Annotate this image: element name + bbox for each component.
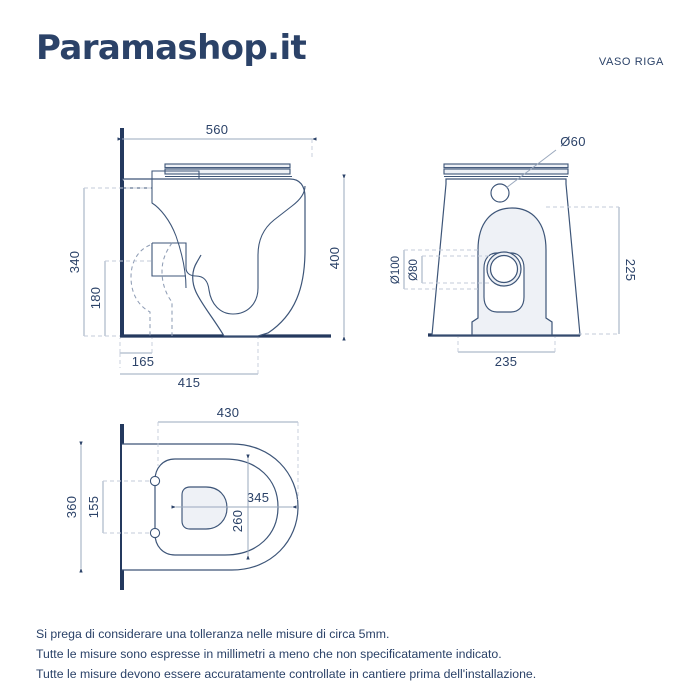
dim-340: 340 <box>67 187 152 337</box>
rear-shelf-profile <box>151 170 200 179</box>
bolt-hole-upper <box>149 475 161 487</box>
dim-155-label: 155 <box>86 496 101 519</box>
trap-siphon-contour <box>152 185 306 315</box>
dim-260-label: 260 <box>230 510 245 533</box>
dim-430: 430 <box>157 405 299 500</box>
model-code-label: VASO RIGA <box>598 56 664 68</box>
dim-d80-label: Ø80 <box>408 259 420 281</box>
dim-345: 345 <box>171 490 297 509</box>
dim-d100: Ø100 <box>390 249 478 290</box>
rear-elevation-view: Ø60 Ø100 Ø80 225 235 <box>390 134 638 369</box>
dim-360-label: 360 <box>64 496 79 519</box>
bowl-outline-side <box>122 178 306 337</box>
trap-top-edge <box>151 243 186 277</box>
dim-155: 155 <box>86 480 152 534</box>
dim-d100-label: Ø100 <box>390 256 402 284</box>
dim-235-label: 235 <box>495 354 518 369</box>
dim-415: 415 <box>120 338 259 390</box>
footer-notes: Si prega di considerare una tolleranza n… <box>36 624 536 684</box>
dim-340-label: 340 <box>67 251 82 274</box>
dim-430-label: 430 <box>217 405 240 420</box>
side-elevation-view: 560 400 340 180 165 <box>67 122 346 390</box>
note-line-3: Tutte le misure devono essere accuratame… <box>36 667 537 681</box>
bowl-inner-curve <box>151 188 187 289</box>
outlet-hidden-outline <box>130 244 151 336</box>
flush-inlet-circle <box>490 183 510 203</box>
outlet-hidden-outline-2 <box>161 242 173 336</box>
dim-165-label: 165 <box>132 354 155 369</box>
dim-560: 560 <box>117 122 317 160</box>
seat-lid-profile <box>164 163 292 178</box>
dim-400: 400 <box>327 174 346 341</box>
dim-165: 165 <box>119 338 155 369</box>
note-line-2: Tutte le misure sono espresse in millime… <box>36 647 502 661</box>
bowl-aperture-plan <box>181 486 228 530</box>
dim-d80: Ø80 <box>408 255 490 284</box>
dim-d60: Ø60 <box>505 134 585 189</box>
brand-logo: Paramashop.it <box>36 28 307 68</box>
dim-560-label: 560 <box>206 122 229 137</box>
dim-400-label: 400 <box>327 247 342 270</box>
dim-415-label: 415 <box>178 375 201 390</box>
dim-260: 260 <box>230 454 250 560</box>
bolt-hole-lower <box>149 527 161 539</box>
dim-225: 225 <box>546 206 638 335</box>
dim-345-label: 345 <box>247 490 270 505</box>
note-line-1: Si prega di considerare una tolleranza n… <box>36 627 390 641</box>
dim-225-label: 225 <box>623 259 638 282</box>
dim-235: 235 <box>457 337 556 369</box>
dim-d60-label: Ø60 <box>560 134 585 149</box>
dim-360: 360 <box>64 441 83 573</box>
dim-180-label: 180 <box>88 287 103 310</box>
seat-lid-rear <box>443 163 569 178</box>
plan-view: 430 360 155 345 260 <box>64 405 299 590</box>
dim-180: 180 <box>88 260 152 337</box>
outlet-circle-inner <box>489 254 519 284</box>
